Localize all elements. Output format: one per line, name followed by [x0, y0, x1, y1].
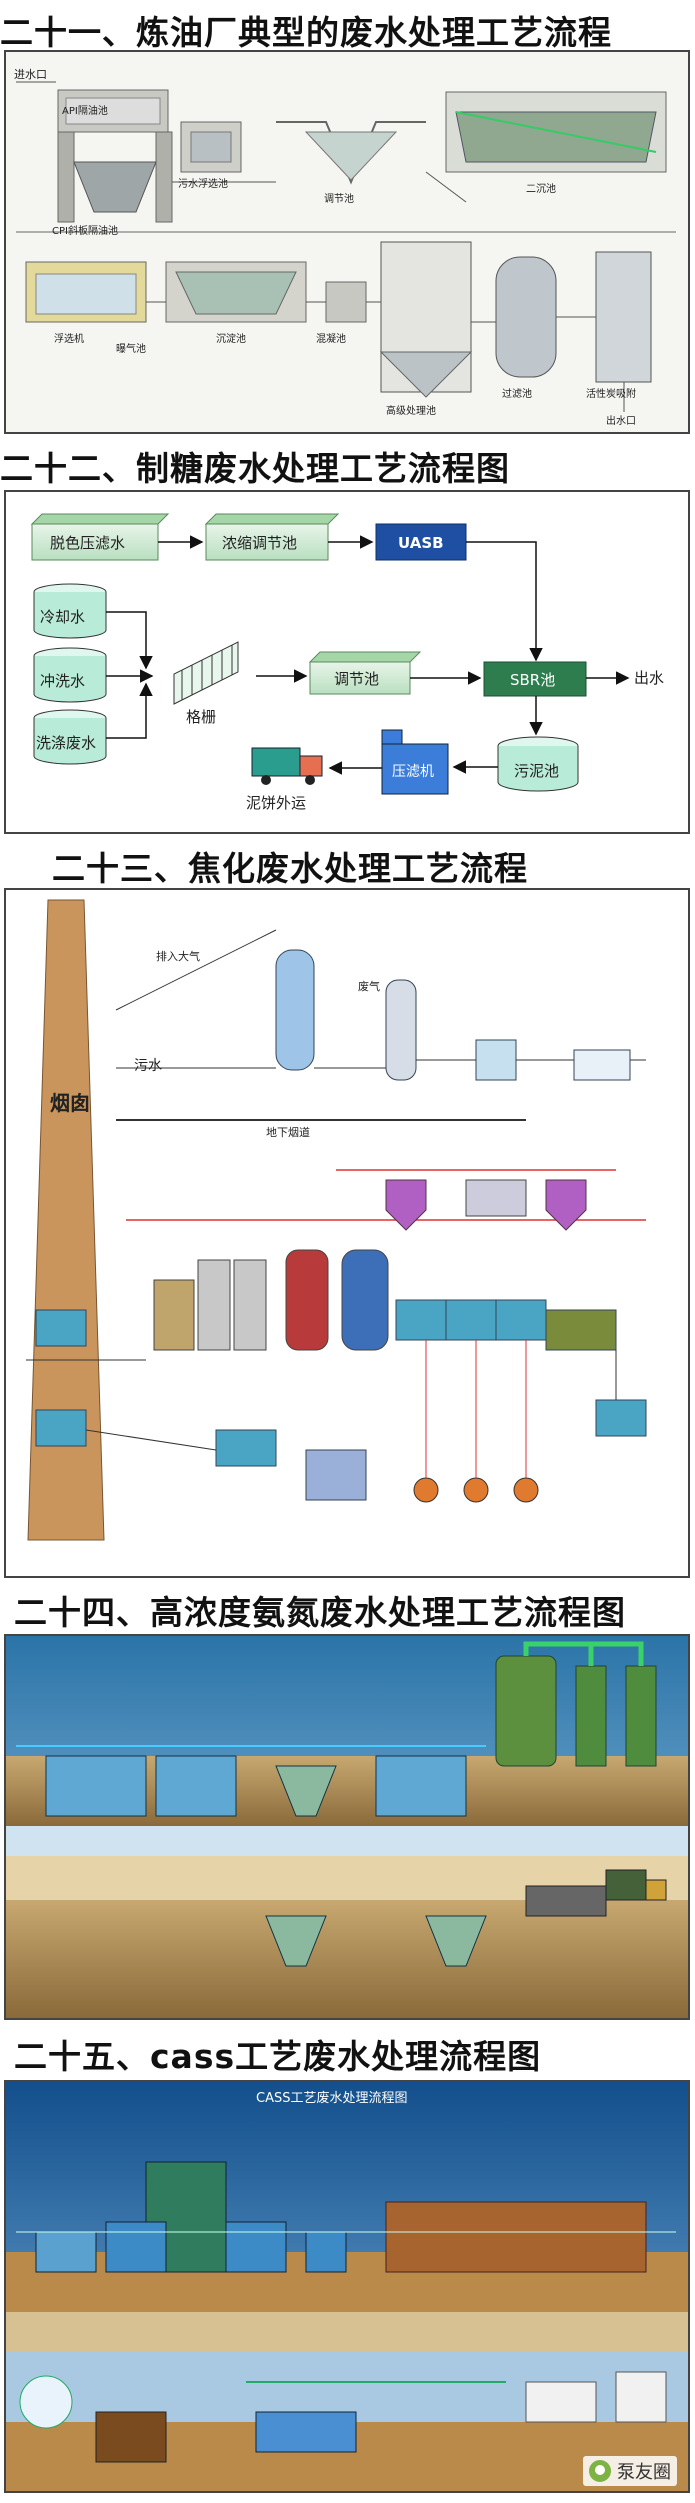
label-carbon: 活性炭吸附 [586, 387, 636, 400]
section-22-title: 二十二、制糖废水处理工艺流程图 [0, 449, 510, 488]
section-23-diagram: 烟囱 排入大气 污水 废气 地下烟道 [4, 888, 690, 1578]
label-inlet: 进水口 [14, 68, 47, 81]
truck-icon [251, 747, 323, 785]
label-filter: 过滤池 [502, 387, 532, 400]
box-uasb: UASB [398, 534, 444, 552]
label-underground-flue: 地下烟道 [266, 1125, 310, 1139]
svg-text:冷却水: 冷却水 [40, 608, 85, 626]
svg-text:污泥池: 污泥池 [514, 762, 559, 780]
label-advanced: 高级处理池 [386, 404, 436, 417]
cass-banner: CASS工艺废水处理流程图 [256, 2090, 407, 2106]
svg-text:格栅: 格栅 [186, 708, 216, 726]
section-21-diagram: 进水口 API隔油池 CPI斜板隔油池 污水浮选池 调节池 二沉池 浮选机 沉淀… [4, 50, 690, 434]
label-flotation-machine: 浮选机 [54, 332, 84, 345]
label-cpi: CPI斜板隔油池 [52, 224, 118, 237]
label-secondary-clarifier: 二沉池 [526, 182, 556, 195]
section-24-diagram [4, 1634, 690, 2020]
label-wastewater: 污水 [134, 1058, 162, 1074]
tank-washing-wastewater: 洗涤废水 [33, 709, 107, 765]
watermark: 泵友圈 [583, 2456, 677, 2486]
screen-grating: 格栅 [173, 641, 239, 726]
box-sbr: SBR池 [510, 671, 555, 689]
filter-press: 压滤机 [381, 729, 449, 795]
label-coagulation: 混凝池 [316, 332, 346, 345]
label-equalization: 调节池 [324, 192, 354, 205]
box-concentration-tank: 浓缩调节池 [222, 534, 297, 552]
box-equalization-tank: 调节池 [334, 670, 379, 688]
wechat-logo-icon [589, 2460, 611, 2482]
label-outlet: 出水口 [606, 414, 636, 427]
label-to-atmosphere: 排入大气 [156, 949, 200, 963]
svg-text:压滤机: 压滤机 [392, 764, 434, 780]
section-23-title: 二十三、焦化废水处理工艺流程 [52, 849, 528, 888]
label-chimney: 烟囱 [50, 1091, 90, 1115]
label-api: API隔油池 [62, 104, 108, 117]
section-22-diagram: 脱色压滤水 浓缩调节池 UASB 冷却水 冲洗水 洗涤废水 [4, 490, 690, 834]
label-flotation-tank: 污水浮选池 [178, 177, 228, 190]
label-aeration: 曝气池 [116, 342, 146, 355]
label-sedimentation: 沉淀池 [216, 332, 246, 345]
svg-text:洗涤废水: 洗涤废水 [36, 734, 96, 752]
section-21-title: 二十一、炼油厂典型的废水处理工艺流程 [0, 13, 612, 52]
label-sludge-cake-out: 泥饼外运 [246, 794, 306, 812]
tank-flushing-water: 冲洗水 [33, 647, 107, 703]
section-25-title: 二十五、cass工艺废水处理流程图 [14, 2037, 542, 2076]
tank-sludge: 污泥池 [497, 736, 579, 792]
watermark-text: 泵友圈 [617, 2462, 671, 2483]
section-24-title: 二十四、高浓度氨氮废水处理工艺流程图 [14, 1593, 626, 1632]
label-exhaust: 废气 [358, 979, 380, 993]
section-25-diagram: CASS工艺废水处理流程图 [4, 2080, 690, 2493]
tank-cooling-water: 冷却水 [33, 583, 107, 639]
svg-text:冲洗水: 冲洗水 [40, 672, 85, 690]
label-effluent: 出水 [634, 669, 664, 687]
box-decolor-filtrate: 脱色压滤水 [50, 534, 125, 552]
